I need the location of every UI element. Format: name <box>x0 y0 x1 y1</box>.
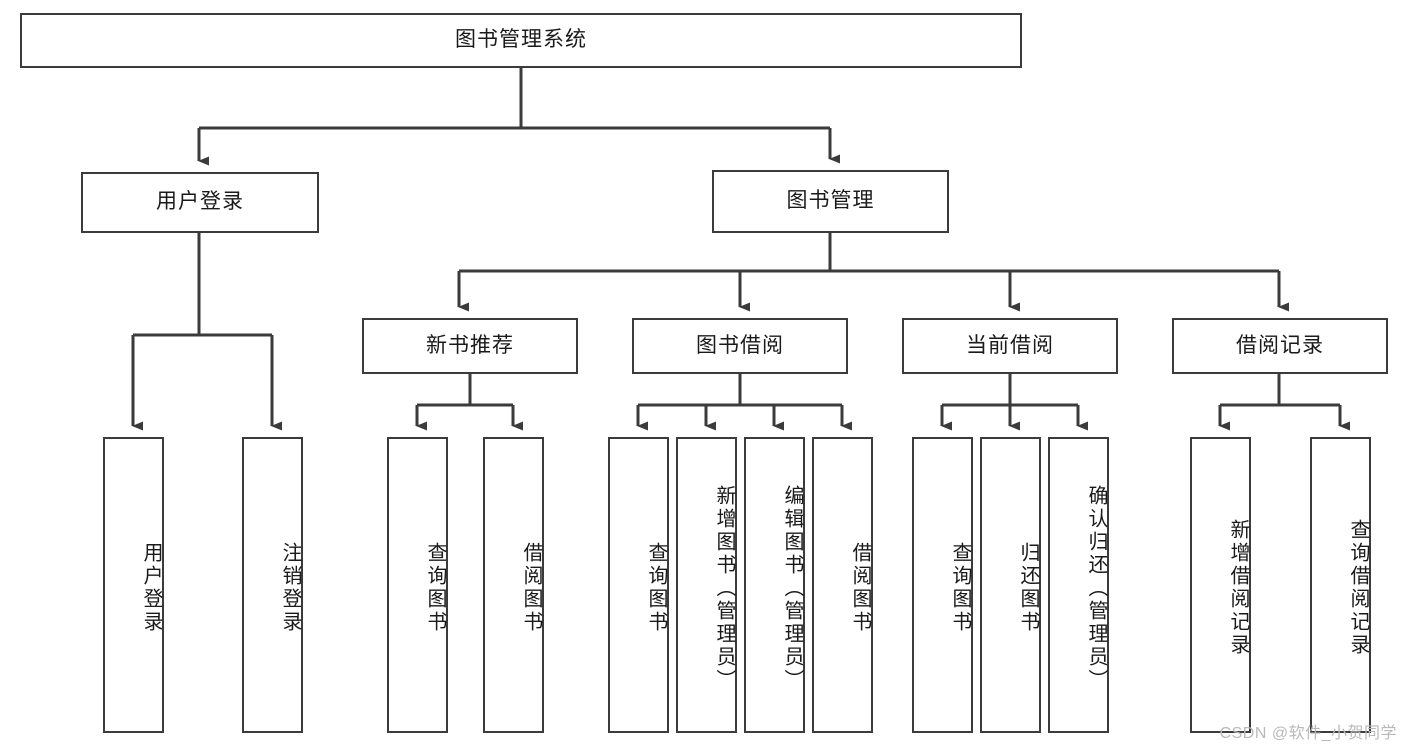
leaf-node-0[interactable]: 用户登录 <box>103 437 164 733</box>
csdn-watermark: CSDN @软件_小贺同学 <box>1219 725 1397 742</box>
node-label: 新书推荐 <box>426 333 514 357</box>
leaf-node-9[interactable]: 归还图书 <box>980 437 1041 733</box>
node-label: 图书借阅 <box>696 333 784 357</box>
level3-node-0[interactable]: 新书推荐 <box>362 318 578 374</box>
node-label: 查询借阅记录 <box>1347 519 1369 657</box>
node-label: 查询图书 <box>949 542 971 634</box>
node-label: 借阅记录 <box>1236 333 1324 357</box>
node-label: 新增借阅记录 <box>1227 519 1249 657</box>
leaf-node-1[interactable]: 注销登录 <box>242 437 303 733</box>
node-label: 借阅图书 <box>520 542 542 634</box>
leaf-node-11[interactable]: 新增借阅记录 <box>1190 437 1251 733</box>
node-label: 用户登录 <box>156 190 244 214</box>
level2-node-1[interactable]: 图书管理 <box>712 170 949 233</box>
node-label: 当前借阅 <box>966 333 1054 357</box>
node-label: 确认归还（管理员） <box>1085 484 1107 692</box>
node-label: 新增图书（管理员） <box>713 484 735 692</box>
leaf-node-4[interactable]: 查询图书 <box>608 437 669 733</box>
leaf-node-6[interactable]: 编辑图书（管理员） <box>744 437 805 733</box>
node-label: 归还图书 <box>1017 542 1039 634</box>
leaf-node-2[interactable]: 查询图书 <box>387 437 448 733</box>
leaf-node-5[interactable]: 新增图书（管理员） <box>676 437 737 733</box>
node-label: 用户登录 <box>140 542 162 634</box>
node-label: 查询图书 <box>645 542 667 634</box>
node-label: 编辑图书（管理员） <box>781 484 803 692</box>
node-label: 图书管理系统 <box>455 28 587 52</box>
node-label: 查询图书 <box>424 542 446 634</box>
node-label: 注销登录 <box>279 542 301 634</box>
leaf-node-3[interactable]: 借阅图书 <box>483 437 544 733</box>
node-label: 借阅图书 <box>849 542 871 634</box>
leaf-node-10[interactable]: 确认归还（管理员） <box>1048 437 1109 733</box>
level3-node-2[interactable]: 当前借阅 <box>902 318 1118 374</box>
level2-node-0[interactable]: 用户登录 <box>81 172 319 233</box>
level3-node-3[interactable]: 借阅记录 <box>1172 318 1388 374</box>
leaf-node-8[interactable]: 查询图书 <box>912 437 973 733</box>
level3-node-1[interactable]: 图书借阅 <box>632 318 848 374</box>
leaf-node-7[interactable]: 借阅图书 <box>812 437 873 733</box>
node-label: 图书管理 <box>786 189 875 213</box>
root-node-0[interactable]: 图书管理系统 <box>20 13 1022 68</box>
leaf-node-12[interactable]: 查询借阅记录 <box>1310 437 1371 733</box>
